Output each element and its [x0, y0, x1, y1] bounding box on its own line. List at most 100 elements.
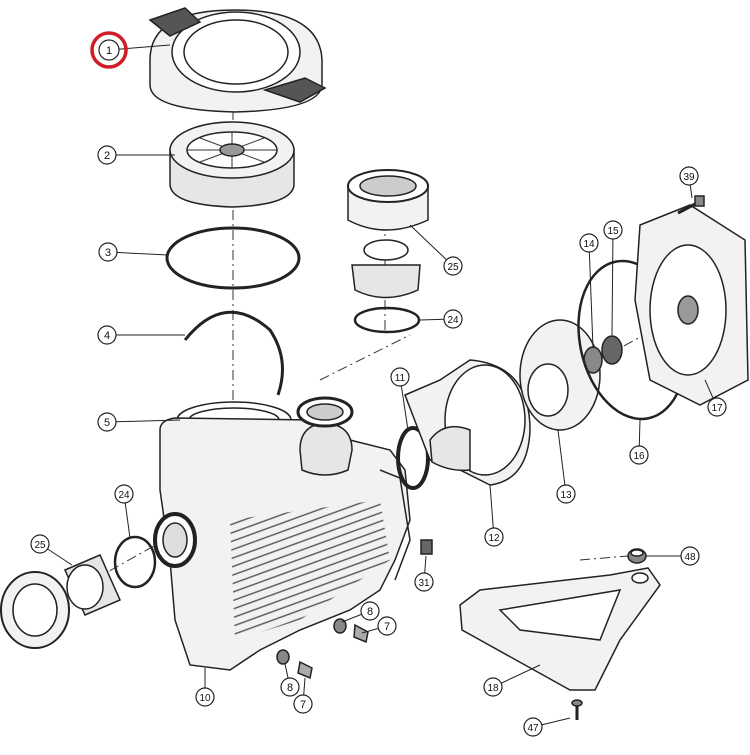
diffuser-part — [404, 359, 531, 486]
callout-circle — [443, 309, 463, 329]
leader-line — [409, 224, 454, 267]
callout-12: 12 — [484, 527, 504, 547]
plug-part-31 — [420, 539, 433, 555]
callout-circle — [679, 166, 699, 186]
screw-part-47 — [571, 699, 583, 720]
callout-7: 7 — [377, 616, 397, 636]
callout-13: 13 — [556, 484, 576, 504]
callout-circle — [97, 325, 117, 345]
callout-number: 2 — [104, 150, 110, 162]
callout-circle — [293, 694, 313, 714]
callout-number: 18 — [487, 683, 499, 694]
union-left-part — [0, 554, 121, 649]
callout-circle — [98, 242, 118, 262]
callout-24: 24 — [114, 484, 134, 504]
o-ring-left-24 — [113, 535, 157, 589]
callout-17: 17 — [707, 397, 727, 417]
callout-circle — [484, 527, 504, 547]
callout-number: 15 — [607, 226, 619, 237]
callout-circle — [360, 601, 380, 621]
callout-number: 1 — [106, 45, 112, 57]
leader-line — [107, 251, 169, 256]
callout-number: 8 — [367, 606, 373, 618]
callout-1: 1 — [90, 31, 128, 69]
bolt-part-39 — [677, 195, 705, 215]
callout-circle — [680, 546, 700, 566]
callout-circle — [390, 367, 410, 387]
callout-number: 7 — [384, 621, 390, 633]
callout-number: 14 — [583, 239, 595, 250]
strainer-cover-part — [169, 121, 295, 208]
callout-number: 4 — [104, 330, 110, 342]
callout-circle — [556, 484, 576, 504]
callout-number: 31 — [418, 578, 430, 589]
leader-line — [557, 429, 567, 495]
callout-circle — [97, 145, 117, 165]
callout-number: 24 — [118, 490, 130, 501]
leader-line — [106, 419, 181, 423]
callout-8: 8 — [280, 677, 300, 697]
drain-plug-parts — [276, 618, 369, 680]
callout-labels: 1234539252414151117161312242531488787101… — [30, 31, 727, 737]
callout-circle — [579, 233, 599, 253]
callout-4: 4 — [97, 325, 117, 345]
union-top-part — [347, 169, 429, 299]
callout-number: 11 — [395, 373, 406, 384]
callout-circle — [98, 39, 120, 61]
callout-circle — [523, 717, 543, 737]
pump-body-part — [153, 396, 411, 671]
seal-parts — [583, 335, 623, 374]
callout-number: 16 — [633, 451, 645, 462]
callout-8: 8 — [360, 601, 380, 621]
callout-11: 11 — [390, 367, 410, 387]
callout-number: 3 — [105, 247, 111, 259]
callout-number: 25 — [34, 540, 46, 551]
base-bracket-part — [459, 567, 661, 691]
callout-circle — [603, 220, 623, 240]
callout-number: 47 — [527, 723, 539, 734]
callout-number: 39 — [683, 172, 695, 183]
callout-number: 5 — [104, 417, 110, 429]
leader-line — [611, 229, 614, 336]
nut-part-48 — [627, 548, 647, 564]
callout-39: 39 — [679, 166, 699, 186]
callout-15: 15 — [603, 220, 623, 240]
highlight-ring — [90, 31, 128, 69]
callout-circle — [377, 616, 397, 636]
callout-25: 25 — [443, 256, 463, 276]
callout-circle — [483, 677, 503, 697]
callout-3: 3 — [98, 242, 118, 262]
callout-circle — [414, 572, 434, 592]
callout-number: 17 — [711, 403, 723, 414]
o-ring-top-24 — [353, 306, 421, 334]
callout-circle — [280, 677, 300, 697]
callout-circle — [30, 534, 50, 554]
callout-16: 16 — [629, 445, 649, 465]
clip-part-4 — [183, 310, 284, 396]
callout-number: 8 — [287, 682, 293, 694]
callout-2: 2 — [97, 145, 117, 165]
callout-5: 5 — [97, 412, 117, 432]
callout-number: 7 — [300, 699, 306, 711]
callout-number: 48 — [684, 552, 696, 563]
callout-circle — [443, 256, 463, 276]
callout-31: 31 — [414, 572, 434, 592]
lid-part — [148, 7, 327, 113]
callout-number: 13 — [560, 490, 572, 501]
callout-47: 47 — [523, 717, 543, 737]
callout-18: 18 — [483, 677, 503, 697]
seal-plate-part — [634, 204, 749, 406]
callout-number: 24 — [447, 315, 459, 326]
o-ring-part-3 — [165, 226, 301, 290]
callout-14: 14 — [579, 233, 599, 253]
callout-circle — [629, 445, 649, 465]
callout-25: 25 — [30, 534, 50, 554]
callout-10: 10 — [195, 687, 215, 707]
callout-number: 10 — [199, 693, 211, 704]
callout-48: 48 — [680, 546, 700, 566]
callout-circle — [195, 687, 215, 707]
callout-circle — [707, 397, 727, 417]
callout-circle — [97, 412, 117, 432]
